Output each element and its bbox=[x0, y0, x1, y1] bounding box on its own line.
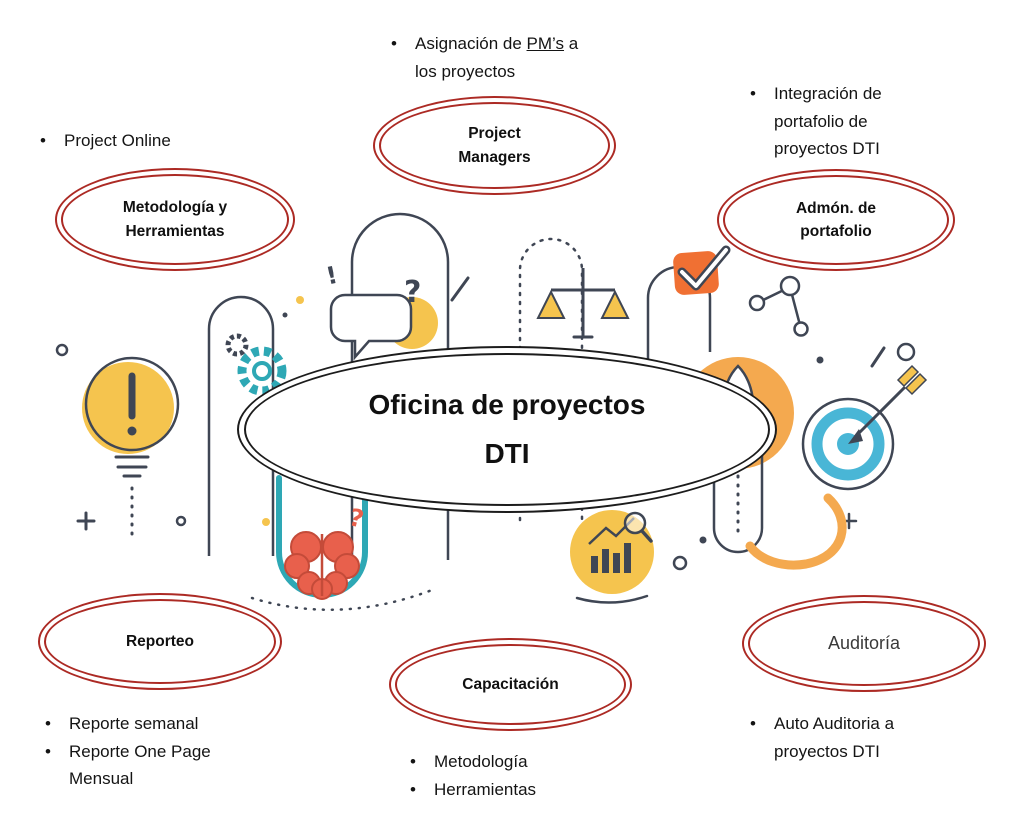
node-metodologia: Metodología y Herramientas bbox=[55, 168, 295, 271]
node-capacitacion: Capacitación bbox=[389, 638, 632, 731]
node-auditoria: Auditoría bbox=[742, 595, 986, 692]
bullet-icon bbox=[410, 748, 434, 776]
list-item: Herramientas bbox=[410, 776, 595, 804]
list-item: Asignación de PM’s a los proyectos bbox=[391, 30, 599, 85]
list-item: Integración de portafolio de proyectos D… bbox=[750, 80, 927, 163]
node-metodologia-label: Metodología y Herramientas bbox=[122, 199, 228, 240]
note-reporteo: Reporte semanal Reporte One Page Mensual bbox=[45, 710, 245, 793]
svg-text:!: ! bbox=[324, 261, 341, 291]
center-title: Oficina de proyectos DTI bbox=[368, 389, 646, 469]
svg-text:?: ? bbox=[404, 275, 421, 310]
note-text: Metodología bbox=[434, 752, 528, 771]
bullet-icon bbox=[45, 738, 69, 766]
note-text: Herramientas bbox=[434, 779, 537, 799]
bullet-icon bbox=[750, 710, 774, 738]
checkbox-icon bbox=[673, 245, 731, 295]
note-capacitacion: Metodología Herramientas bbox=[410, 748, 595, 803]
note-auditoria: Auto Auditoria a proyectos DTI bbox=[750, 710, 936, 765]
molecule-icon bbox=[748, 275, 809, 337]
note-portafolio-integration: Integración de portafolio de proyectos D… bbox=[750, 80, 927, 163]
list-item: Metodología bbox=[410, 748, 595, 776]
note-text-segment: Asignación de bbox=[415, 34, 527, 53]
bullet-icon bbox=[45, 710, 69, 738]
note-text: Project Online bbox=[64, 131, 171, 150]
note-text-underlined: PM’s bbox=[526, 34, 565, 53]
magnifier-icon bbox=[623, 511, 653, 543]
node-reporteo: Reporteo bbox=[38, 593, 282, 690]
list-item: Project Online bbox=[40, 127, 240, 155]
node-auditoria-label: Auditoría bbox=[827, 633, 901, 653]
bullet-icon bbox=[40, 127, 64, 155]
node-reporteo-label: Reporteo bbox=[125, 632, 195, 650]
list-item: Reporte semanal bbox=[45, 710, 245, 738]
bar-chart-icon bbox=[570, 510, 654, 604]
bullet-icon bbox=[391, 30, 415, 58]
speech-bubble-icon bbox=[329, 293, 438, 361]
note-text: Reporte One Page Mensual bbox=[69, 741, 211, 789]
scales-icon bbox=[536, 268, 630, 339]
target-icon bbox=[801, 342, 928, 530]
node-portafolio-label: Admón. de portafolio bbox=[795, 199, 877, 240]
note-text: Asignación de PM’s a los proyectos bbox=[415, 30, 599, 85]
note-pm-assignment: Asignación de PM’s a los proyectos bbox=[391, 30, 599, 85]
lightbulb-icon bbox=[55, 343, 187, 544]
note-text: Auto Auditoria a proyectos DTI bbox=[774, 714, 895, 761]
bullet-icon bbox=[750, 80, 774, 108]
node-project-managers: Project Managers bbox=[373, 96, 616, 195]
note-project-online: Project Online bbox=[40, 127, 240, 155]
node-portafolio: Admón. de portafolio bbox=[717, 169, 955, 271]
bullet-icon bbox=[410, 776, 434, 804]
gear-icon bbox=[225, 333, 287, 396]
swoosh-icon bbox=[672, 493, 847, 571]
list-item: Auto Auditoria a proyectos DTI bbox=[750, 710, 936, 765]
arrow-icon bbox=[848, 364, 928, 444]
note-text-segment: a los proyectos bbox=[415, 34, 579, 81]
node-project-managers-label: Project Managers bbox=[458, 125, 531, 166]
note-text: Reporte semanal bbox=[69, 714, 199, 733]
node-center: Oficina de proyectos DTI bbox=[237, 346, 777, 513]
node-capacitacion-label: Capacitación bbox=[462, 675, 559, 693]
svg-text:?: ? bbox=[346, 503, 366, 534]
brain-icon: ? bbox=[250, 475, 434, 612]
list-item: Reporte One Page Mensual bbox=[45, 738, 245, 793]
note-text: Integración de portafolio de proyectos D… bbox=[774, 84, 882, 159]
